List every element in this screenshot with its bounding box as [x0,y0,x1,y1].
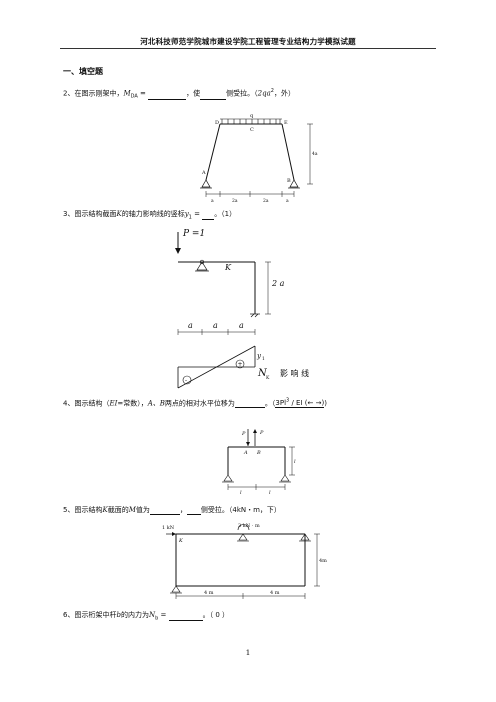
support-A [200,179,212,189]
question-4: 4、图示结构（EI=常数），A、B两点的相对水平位移为。（3Pl3 / EI (… [63,398,327,409]
dim-a2: a [213,321,218,330]
header-rule [60,48,436,49]
dim-height: 4a [312,151,318,157]
dim-l2: l [269,490,271,495]
question-3: 3、图示结构截面K的轴力影响线的竖标y1 = 。（1） [63,210,237,221]
label-force: 1 kN [162,525,175,531]
label-q: q [250,113,254,119]
label-moment: 3 kN · m [238,523,260,529]
dim-a2: a [286,199,289,204]
dim-h: l [294,459,296,465]
answer-blank[interactable] [168,612,203,622]
support-left [222,474,234,483]
label-P: P =1 [182,229,205,239]
dim-l1: 4 m [204,590,214,596]
minus-sign: - [185,377,187,384]
label-N: N [257,368,268,379]
page-number: 1 [245,648,251,657]
support-B [288,179,300,189]
dim-a3: a [239,321,244,330]
page-header: 河北科技师范学院城市建设学院工程管理专业结构力学模拟试题 [140,37,356,46]
label-B: B [287,178,291,184]
dimension-lines [205,123,313,197]
figure-frame-q5: 1 kN K 3 kN · m 4m 4 m 4 m [162,523,327,599]
label-y1: y [256,352,262,360]
answer-blank[interactable] [148,91,187,100]
label-y1-sub: 1 [262,356,265,362]
label-C: C [250,127,254,133]
dim-2a: 2 a [271,279,285,288]
figure-frame-q4: P P A B l l l [222,429,296,495]
question-6: 6、图示桁架中杆b的内力为Nb = 。（ 0 ） [63,611,229,622]
label-B: B [256,450,261,456]
answer-blank[interactable] [200,91,227,100]
label-P1: P [241,431,246,437]
label-D: D [215,120,219,126]
dim-2a-1: 2a [232,198,238,204]
dim-2a-2: 2a [263,198,269,204]
question-2: 2、在图示刚架中，MDA = ，使侧受拉。（2qa2，外） [63,88,295,100]
column-DA [205,123,221,181]
figure-influence-line-q3: P =1 K 2 a a a a - + y 1 N K 影 响 线 [175,229,309,389]
dim-a1: a [188,321,193,330]
section-title: 一、填空题 [63,67,103,76]
moment-arc [237,524,250,531]
answer-blank[interactable] [202,211,215,221]
span-dims [177,329,256,335]
label-K: K [224,263,232,272]
answer-blank[interactable] [234,399,265,409]
height-dim [265,261,271,315]
dim-l2: 4 m [270,590,280,596]
label-P2: P [259,430,264,436]
support-right [279,474,291,483]
figure-frame-q2: D E C q A B 4a a 2a 2a a [200,113,318,204]
answer-blank[interactable] [186,506,201,515]
plus-sign: + [238,361,243,368]
hinge-support [195,259,209,272]
answer-blank[interactable] [149,506,180,515]
support-bottom [170,585,182,594]
label-E: E [284,120,288,126]
dimension-lines [227,446,295,490]
column-EB [281,123,295,181]
label-N-sub: K [266,375,270,381]
dim-a1: a [211,199,214,204]
question-5: 5、图示结构K截面的M值为，侧受拉。（4kN・m，下） [63,506,281,515]
label-A: A [243,450,248,456]
support-mid [237,533,249,542]
plus-marker [235,359,245,369]
support-right [299,533,311,542]
distributed-load [220,118,282,124]
fixed-support [250,313,260,318]
dimension-lines [175,533,320,599]
label-A: A [201,170,206,176]
label-K: K [178,538,183,544]
il-caption: 影 响 线 [280,368,309,378]
dim-h: 4m [319,558,327,564]
dim-l1: l [240,490,242,495]
minus-marker [182,375,192,385]
